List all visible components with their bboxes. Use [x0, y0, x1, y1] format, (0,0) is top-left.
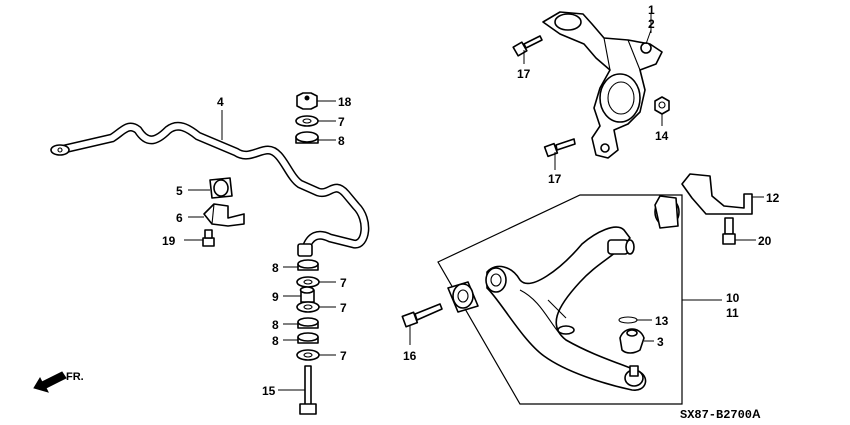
washer-7-b[interactable] [296, 301, 320, 313]
bushing-8-upper[interactable] [295, 131, 319, 144]
callout-7-b: 7 [340, 301, 347, 315]
bolt-19[interactable] [202, 229, 215, 247]
callout-2: 2 [648, 17, 655, 31]
diagram-code: SX87-B2700A [680, 407, 761, 422]
callout-11: 11 [726, 306, 739, 320]
callout-16: 16 [403, 349, 417, 363]
rear-bushing[interactable] [654, 195, 680, 229]
callout-14: 14 [655, 129, 669, 143]
nut-14[interactable] [654, 96, 670, 115]
callout-7-c: 7 [340, 349, 347, 363]
callout-17-upper: 17 [517, 67, 531, 81]
bracket-12[interactable] [681, 173, 753, 215]
direction-label: FR. [66, 371, 84, 383]
knuckle[interactable] [542, 11, 663, 159]
callout-17-lower: 17 [548, 172, 562, 186]
callout-7-a: 7 [340, 276, 347, 290]
callout-12: 12 [766, 191, 780, 205]
callout-8-b: 8 [272, 318, 279, 332]
bolt-17-lower[interactable] [543, 138, 576, 158]
bushing-8-a[interactable] [297, 259, 319, 271]
callout-19: 19 [162, 234, 176, 248]
bolt-16[interactable] [401, 303, 443, 328]
callout-9: 9 [272, 290, 279, 304]
callout-8-c: 8 [272, 334, 279, 348]
callout-3: 3 [657, 335, 664, 349]
callout-8-a: 8 [272, 261, 279, 275]
callout-15: 15 [262, 384, 276, 398]
diagram-code-main: SX87-B2700 [680, 408, 752, 422]
bushing-8-b[interactable] [297, 317, 319, 329]
bolt-20[interactable] [722, 217, 736, 245]
lower-arm[interactable] [485, 226, 647, 391]
bushing-8-c[interactable] [297, 332, 319, 344]
callout-1: 1 [648, 3, 655, 17]
callout-7-upper: 7 [338, 115, 345, 129]
callout-6: 6 [176, 211, 183, 225]
bolt-17-upper[interactable] [512, 35, 543, 57]
front-direction-arrow-icon [33, 371, 67, 393]
callout-4: 4 [217, 95, 224, 109]
spacer-9[interactable] [299, 286, 315, 303]
washer-7-upper[interactable] [295, 115, 319, 127]
callout-13: 13 [655, 314, 669, 328]
nut-18[interactable] [296, 92, 318, 110]
washer-7-c[interactable] [296, 349, 320, 361]
callout-5: 5 [176, 184, 183, 198]
bushing-16[interactable] [447, 281, 479, 313]
bushing-5[interactable] [209, 177, 233, 199]
clip-13[interactable] [618, 316, 638, 324]
bracket-6[interactable] [203, 203, 245, 227]
bolt-15[interactable] [299, 365, 317, 415]
callout-10: 10 [726, 291, 740, 305]
callout-20: 20 [758, 234, 772, 248]
washer-7-a[interactable] [296, 276, 320, 288]
callout-18: 18 [338, 95, 352, 109]
leader-lines [184, 14, 764, 391]
stabilizer-bar[interactable] [50, 121, 370, 257]
callout-8-upper: 8 [338, 134, 345, 148]
boot-3[interactable] [619, 328, 645, 354]
diagram-code-suffix: A [752, 407, 761, 421]
